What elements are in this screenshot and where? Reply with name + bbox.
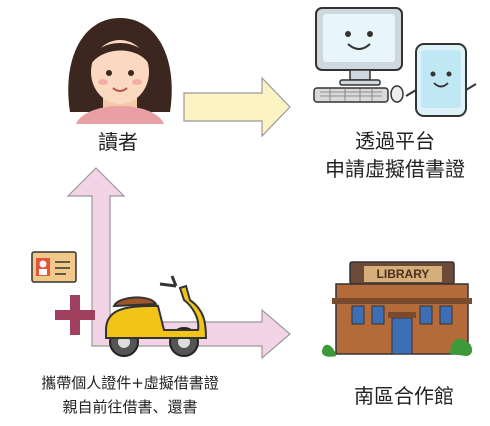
reader-avatar-icon: [68, 18, 172, 124]
arrow-reader-library: [66, 167, 291, 360]
platform-label-line2: 申請虛擬借書證: [325, 157, 465, 181]
tablet-icon: [405, 43, 477, 117]
library-building-icon: [322, 261, 473, 357]
id-card-icon: [31, 251, 77, 283]
steps-label: 攜帶個人證件+虛擬借書證 親自前往借書、還書: [0, 371, 260, 419]
steps-label-line1: 攜帶個人證件+虛擬借書證: [41, 374, 219, 392]
reader-label: 讀者: [98, 130, 138, 154]
plus-icon: [55, 295, 95, 335]
computer-icon: [313, 7, 404, 103]
library-label: 南區合作館: [354, 384, 454, 408]
platform-label-line1: 透過平台: [355, 129, 435, 153]
library-sign: LIBRARY: [377, 267, 430, 281]
scooter-icon: [105, 275, 208, 357]
arrow-to-platform: [183, 76, 291, 138]
steps-label-line2: 親自前往借書、還書: [62, 398, 198, 416]
platform-label: 透過平台 申請虛擬借書證: [300, 127, 490, 183]
